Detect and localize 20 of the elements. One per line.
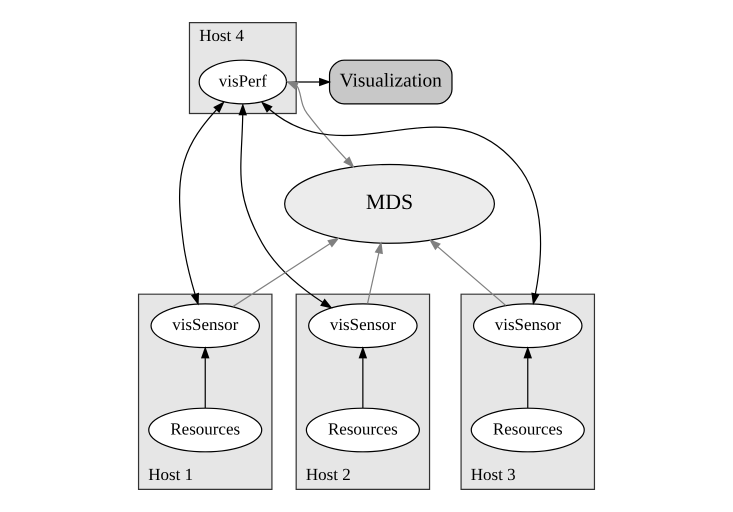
node-ellipse: visPerf: [198, 60, 288, 104]
arrow: [201, 346, 210, 408]
node-ellipse: MDS: [284, 164, 496, 244]
arrow: [260, 101, 542, 306]
arrow: [238, 103, 333, 309]
arrow: [179, 101, 225, 306]
arrow: [366, 241, 383, 304]
node-ellipse: Resources: [306, 408, 420, 452]
arrow: [428, 239, 506, 306]
arrow: [232, 237, 340, 308]
node-ellipse: visSensor: [308, 303, 418, 348]
node-ellipse: visSensor: [472, 303, 583, 348]
arrow: [286, 78, 332, 86]
arrow: [524, 346, 532, 408]
node-box: Visualization: [328, 60, 453, 104]
node-ellipse: visSensor: [150, 303, 260, 348]
node-ellipse: Resources: [470, 408, 585, 452]
arrow: [286, 81, 355, 168]
node-ellipse: Resources: [148, 408, 262, 452]
arrow: [358, 346, 368, 408]
